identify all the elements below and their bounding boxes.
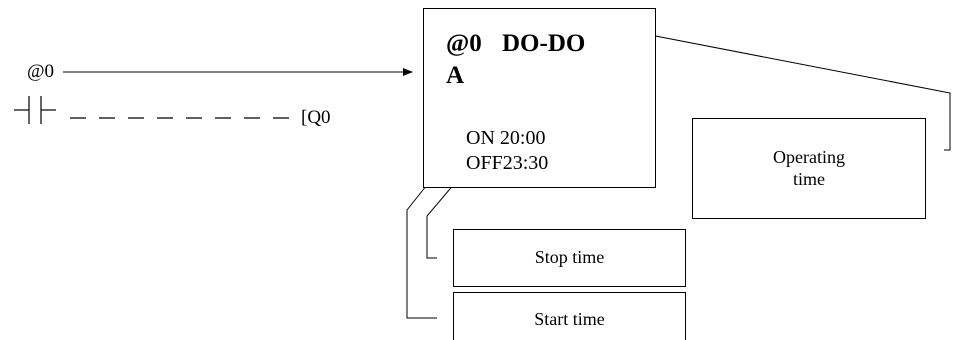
input-address-label: @0 (27, 61, 54, 82)
stop-time-text: Stop time (534, 247, 605, 268)
start-time-text: Start time (534, 309, 605, 329)
operating-time-text: Operating time (773, 147, 845, 190)
stop-time-arrow (426, 169, 467, 259)
operating-time-callout: Operating time (692, 118, 926, 219)
operating-time-arrow (639, 30, 951, 151)
stop-time-callout: Stop time (453, 229, 686, 287)
output-coil-label: [Q0 (301, 107, 331, 128)
operating-time-line1: Operating (773, 146, 845, 167)
off-time-value: OFF23:30 (466, 152, 549, 174)
start-time-callout: Start time (453, 292, 686, 340)
function-block: @0 DO-DO A ON 20:00 OFF23:30 (423, 8, 656, 188)
on-time-value: ON 20:00 (466, 127, 546, 149)
block-title-line2: A (446, 62, 465, 89)
no-contact-symbol (14, 96, 56, 124)
block-title-line1: @0 DO-DO (446, 30, 586, 57)
operating-time-line2: time (792, 168, 825, 189)
